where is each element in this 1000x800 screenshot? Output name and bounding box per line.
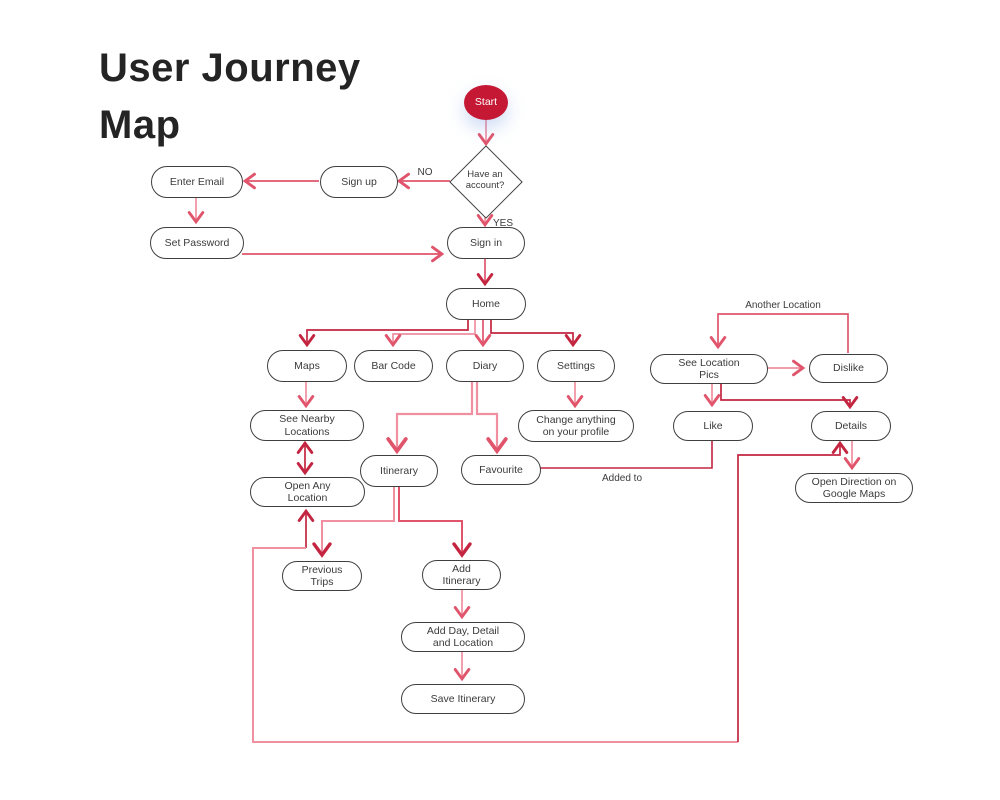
node-label: Bar Code — [371, 359, 416, 372]
edge-dislike-slp-anotherlocation — [709, 313, 849, 353]
node-label: Start — [474, 96, 498, 109]
node-have-account: Have an account? — [465, 169, 505, 192]
node-label: See Location Pics — [678, 356, 740, 381]
node-label: Maps — [294, 359, 320, 372]
edge-favourite-like-addedto — [539, 441, 713, 469]
node-add-day-detail: Add Day, Detail and Location — [401, 622, 525, 652]
edge-slp-details — [720, 383, 859, 410]
node-save-itinerary: Save Itinerary — [401, 684, 525, 714]
node-like: Like — [673, 411, 753, 441]
edge-home-settings — [490, 318, 582, 348]
edge-home-maps — [298, 318, 469, 348]
node-change-profile: Change anything on your profile — [518, 410, 634, 442]
node-label: Itinerary — [380, 464, 418, 477]
node-label: See Nearby Locations — [279, 413, 335, 438]
node-label: Set Password — [164, 236, 230, 249]
node-label: Sign up — [341, 175, 377, 188]
page-title: User Journey Map — [99, 46, 361, 147]
edge-diary-itinerary — [386, 381, 474, 455]
edge-label-no: NO — [417, 167, 433, 178]
node-start: Start — [464, 85, 508, 120]
node-label: Sign in — [469, 236, 503, 249]
node-open-any-location: Open Any Location — [250, 477, 365, 507]
node-details: Details — [811, 411, 891, 441]
node-add-itinerary: Add Itinerary — [422, 560, 501, 590]
node-sign-up: Sign up — [320, 166, 398, 198]
node-label: Previous Trips — [301, 563, 343, 588]
edge-itinerary-additinerary — [398, 486, 472, 558]
node-set-password: Set Password — [150, 227, 244, 259]
node-previous-trips: Previous Trips — [282, 561, 362, 591]
node-dislike: Dislike — [809, 354, 888, 383]
node-enter-email: Enter Email — [151, 166, 243, 198]
node-label: Add Day, Detail and Location — [426, 624, 500, 649]
node-label: Settings — [557, 359, 595, 372]
node-favourite: Favourite — [461, 455, 541, 485]
node-label: Favourite — [479, 463, 523, 476]
edge-label-yes: YES — [493, 218, 514, 229]
edge-diary-favourite — [475, 381, 508, 455]
node-settings: Settings — [537, 350, 615, 382]
edge-label-added-to: Added to — [601, 473, 643, 484]
node-open-direction: Open Direction on Google Maps — [795, 473, 913, 503]
node-diary: Diary — [446, 350, 524, 382]
node-label: Diary — [472, 359, 498, 372]
node-label: Enter Email — [169, 175, 225, 188]
node-label: Dislike — [833, 362, 864, 375]
node-see-location-pics: See Location Pics — [650, 354, 768, 384]
node-bar-code: Bar Code — [354, 350, 433, 382]
node-itinerary: Itinerary — [360, 455, 438, 487]
node-label: Save Itinerary — [430, 692, 496, 705]
node-label: Details — [834, 419, 868, 432]
node-maps: Maps — [267, 350, 347, 382]
edge-label-another-location: Another Location — [745, 300, 821, 311]
node-see-nearby-locations: See Nearby Locations — [250, 410, 364, 441]
node-home: Home — [446, 288, 526, 320]
node-label: Open Any Location — [284, 479, 331, 504]
node-label: Add Itinerary — [442, 562, 481, 587]
node-label: Home — [471, 297, 500, 310]
node-label: Open Direction on Google Maps — [811, 475, 897, 500]
node-label: Like — [703, 419, 723, 432]
node-sign-in: Sign in — [447, 227, 525, 259]
edge-home-barcode — [384, 318, 476, 348]
node-label: Change anything on your profile — [536, 413, 616, 438]
